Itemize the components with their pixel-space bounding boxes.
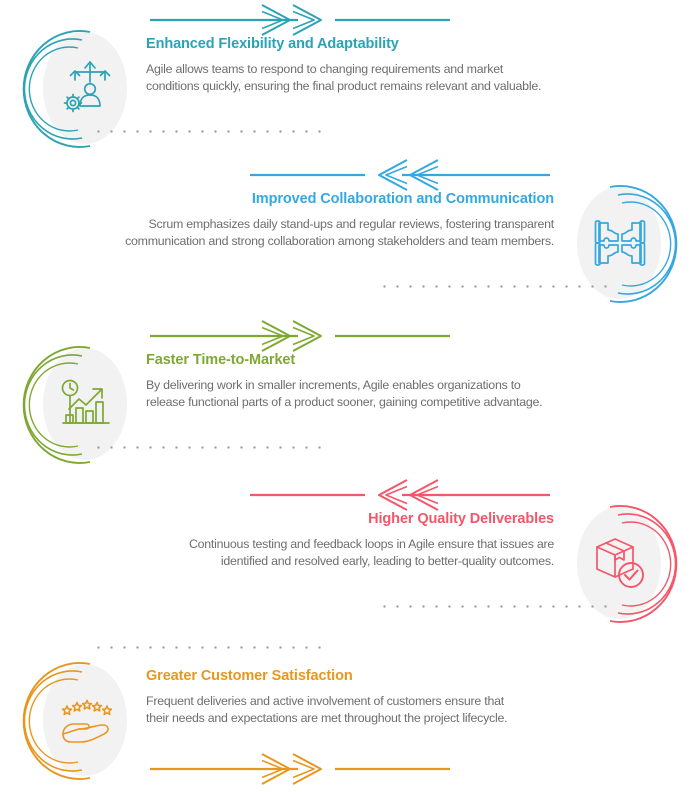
section-body: Frequent deliveries and active involveme… xyxy=(146,693,646,727)
dotted-divider-4 xyxy=(378,605,608,608)
body-line-2: identified and resolved early, leading t… xyxy=(220,554,554,568)
dotted-divider-5 xyxy=(92,646,322,649)
section-body: Continuous testing and feedback loops in… xyxy=(54,536,554,570)
arrow-divider-3 xyxy=(150,319,580,353)
section-title: Greater Customer Satisfaction xyxy=(146,668,353,684)
body-line-2: release functional parts of a product so… xyxy=(146,395,543,409)
section-higher-quality-deliverables: Higher Quality Deliverables Continuous t… xyxy=(0,475,700,635)
body-line-1: Scrum emphasizes daily stand-ups and reg… xyxy=(148,217,555,231)
body-line-1: Agile allows teams to respond to changin… xyxy=(146,62,504,76)
section-faster-time-to-market: Faster Time-to-Market By delivering work… xyxy=(0,316,700,476)
medallion-3 xyxy=(22,344,138,466)
decorative-arcs-3 xyxy=(22,346,91,464)
arrow-divider-1 xyxy=(150,3,580,37)
body-line-2: communication and strong collaboration a… xyxy=(125,234,554,248)
decorative-arcs-1 xyxy=(22,30,91,148)
arrow-divider-4 xyxy=(120,478,550,512)
decorative-arcs-2 xyxy=(609,185,678,303)
icon-disc-5 xyxy=(43,664,127,776)
medallion-1 xyxy=(22,28,138,150)
arrow-divider-5 xyxy=(150,752,580,786)
package-check-icon xyxy=(596,538,644,588)
section-enhanced-flexibility: Enhanced Flexibility and Adaptability Ag… xyxy=(0,0,700,160)
section-body: Scrum emphasizes daily stand-ups and reg… xyxy=(54,216,554,250)
hands-puzzle-icon xyxy=(594,220,646,266)
person-gears-arrows-icon xyxy=(63,61,111,113)
medallion-4 xyxy=(562,503,678,625)
body-line-2: conditions quickly, ensuring the final p… xyxy=(146,79,542,93)
textblock-3: Faster Time-to-Market By delivering work… xyxy=(146,352,646,411)
medallion-2 xyxy=(562,183,678,305)
textblock-1: Enhanced Flexibility and Adaptability Ag… xyxy=(146,36,646,95)
decorative-arcs-5 xyxy=(22,662,91,780)
decorative-arcs-4 xyxy=(609,505,678,623)
section-title: Improved Collaboration and Communication xyxy=(251,191,554,207)
dotted-divider-2 xyxy=(378,285,608,288)
hand-stars-icon xyxy=(61,699,113,743)
body-line-1: Frequent deliveries and active involveme… xyxy=(146,694,504,708)
section-greater-customer-satisfaction: Greater Customer Satisfaction Frequent d… xyxy=(0,632,700,792)
textblock-4: Higher Quality Deliverables Continuous t… xyxy=(54,511,554,570)
dotted-divider-1 xyxy=(92,130,322,133)
clock-growth-chart-icon xyxy=(61,379,110,424)
medallion-5 xyxy=(22,660,138,782)
section-title: Enhanced Flexibility and Adaptability xyxy=(146,36,399,52)
body-line-2: their needs and expectations are met thr… xyxy=(146,711,508,725)
textblock-5: Greater Customer Satisfaction Frequent d… xyxy=(146,668,646,727)
section-title: Higher Quality Deliverables xyxy=(368,511,554,527)
textblock-2: Improved Collaboration and Communication… xyxy=(54,191,554,250)
section-improved-collaboration: Improved Collaboration and Communication… xyxy=(0,155,700,315)
section-body: Agile allows teams to respond to changin… xyxy=(146,61,646,95)
body-line-1: By delivering work in smaller increments… xyxy=(146,378,521,392)
body-line-1: Continuous testing and feedback loops in… xyxy=(188,537,554,551)
section-body: By delivering work in smaller increments… xyxy=(146,377,646,411)
dotted-divider-3 xyxy=(92,446,322,449)
arrow-divider-2 xyxy=(120,158,550,192)
section-title: Faster Time-to-Market xyxy=(146,352,296,368)
